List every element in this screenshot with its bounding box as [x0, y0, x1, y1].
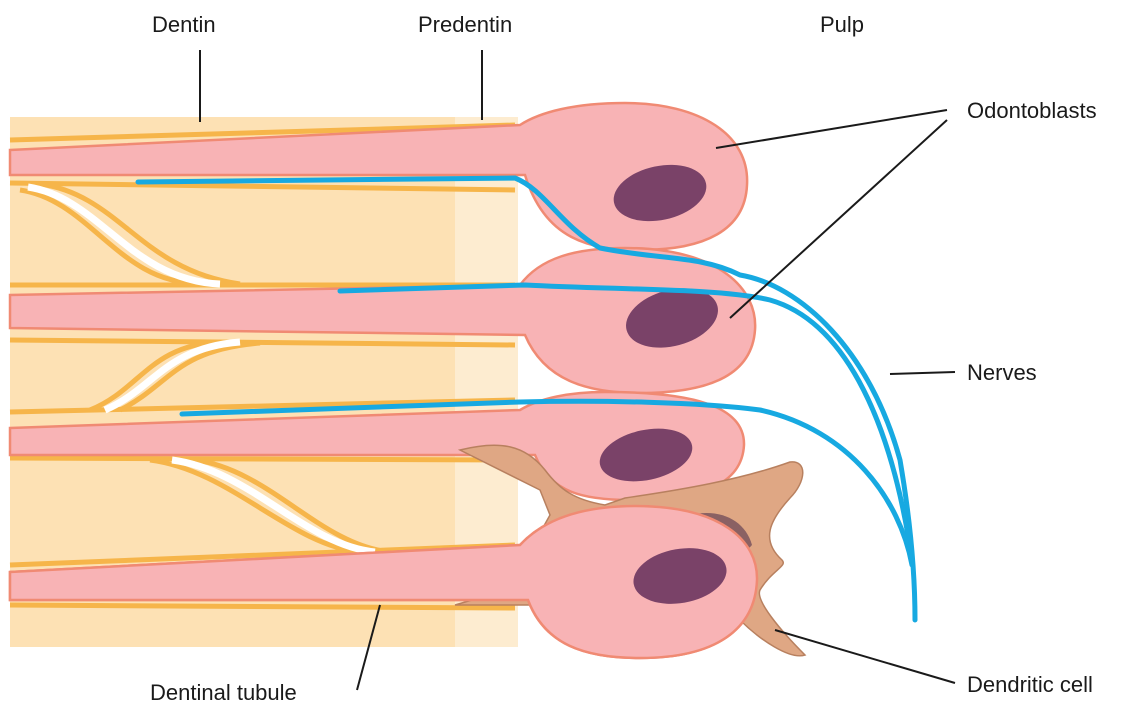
label-dendritic-cell: Dendritic cell [967, 672, 1093, 697]
label-nerves: Nerves [967, 360, 1037, 385]
leader-odontoblast-2 [730, 120, 947, 318]
tubule-wall [10, 605, 515, 608]
leader-nerves [890, 372, 955, 374]
tubule-wall [10, 458, 515, 460]
label-dentin: Dentin [152, 12, 216, 37]
label-predentin: Predentin [418, 12, 512, 37]
label-pulp: Pulp [820, 12, 864, 37]
leader-dendritic-cell [775, 630, 955, 683]
label-dentinal-tubule: Dentinal tubule [150, 680, 297, 705]
leader-odontoblast-1 [716, 110, 947, 148]
label-odontoblasts: Odontoblasts [967, 98, 1097, 123]
